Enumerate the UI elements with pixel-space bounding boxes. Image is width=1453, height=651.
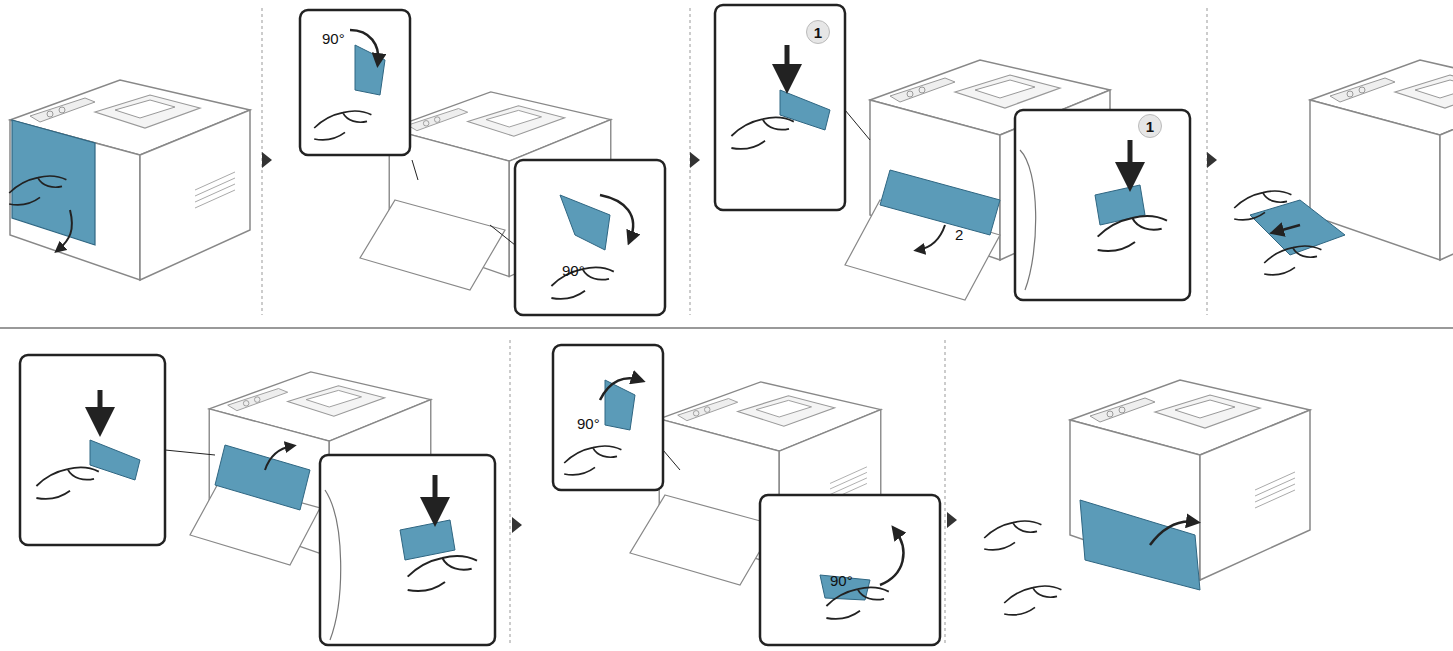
angle-label: 2	[955, 226, 963, 243]
callout-number: 1	[1138, 114, 1162, 138]
callout-number: 1	[806, 20, 830, 44]
callout-text: 1	[1146, 118, 1154, 135]
angle-label: 90°	[322, 30, 345, 47]
angle-label: 90°	[562, 262, 585, 279]
callout-text: 1	[814, 24, 822, 41]
angle-label: 90°	[830, 572, 853, 589]
angle-label: 90°	[577, 415, 600, 432]
